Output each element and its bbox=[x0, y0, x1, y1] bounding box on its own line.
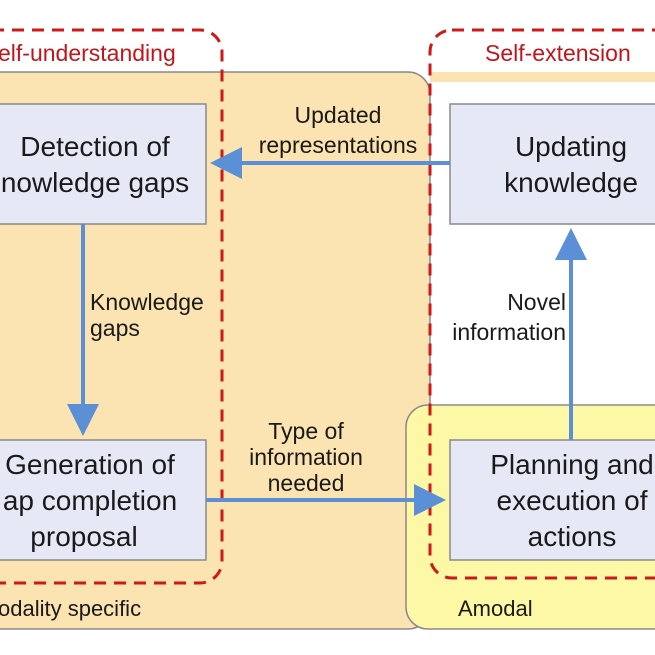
self-understanding-label: elf-understanding bbox=[0, 40, 176, 66]
novel-information-label-1: Novel bbox=[507, 289, 566, 315]
self-extension-group bbox=[428, 28, 655, 580]
updating-box-line-1: Updating bbox=[515, 131, 627, 162]
planning-box-line-2: execution of bbox=[497, 485, 648, 516]
knowledge-gaps-label-1: Knowledge bbox=[90, 289, 204, 315]
modality-specific-top-band bbox=[430, 72, 655, 82]
knowledge-gaps-label-2: gaps bbox=[90, 315, 140, 341]
planning-box-line-3: actions bbox=[528, 521, 617, 552]
novel-information-label-2: information bbox=[452, 319, 566, 345]
updated-representations-label-2: representations bbox=[259, 132, 418, 158]
updated-representations-label-1: Updated bbox=[295, 102, 382, 128]
self-extension-label-bg-2 bbox=[478, 38, 655, 68]
detection-box-line-1: Detection of bbox=[20, 131, 170, 162]
modality-specific-label: odality specific bbox=[0, 596, 141, 621]
generation-box-line-2: ap completion bbox=[3, 485, 177, 516]
type-of-information-label-3: needed bbox=[268, 470, 345, 496]
planning-box-line-1: Planning and bbox=[490, 449, 653, 480]
type-of-information-label-2: information bbox=[249, 444, 363, 470]
updating-box-line-2: knowledge bbox=[504, 167, 638, 198]
type-of-information-label-1: Type of bbox=[268, 418, 344, 444]
generation-box-line-1: Generation of bbox=[5, 449, 175, 480]
generation-box: Generation of ap completion proposal bbox=[0, 439, 207, 561]
self-extension-label: Self-extension bbox=[485, 40, 631, 66]
detection-box: Detection of nowledge gaps bbox=[0, 103, 207, 225]
self-extension-label-bg bbox=[0, 38, 192, 68]
detection-box-line-2: nowledge gaps bbox=[1, 167, 189, 198]
generation-box-line-3: proposal bbox=[30, 521, 137, 552]
self-understanding-group bbox=[0, 28, 224, 585]
updating-box: Updating knowledge bbox=[449, 103, 655, 225]
amodal-label: Amodal bbox=[458, 596, 533, 621]
planning-box: Planning and execution of actions bbox=[449, 439, 655, 561]
